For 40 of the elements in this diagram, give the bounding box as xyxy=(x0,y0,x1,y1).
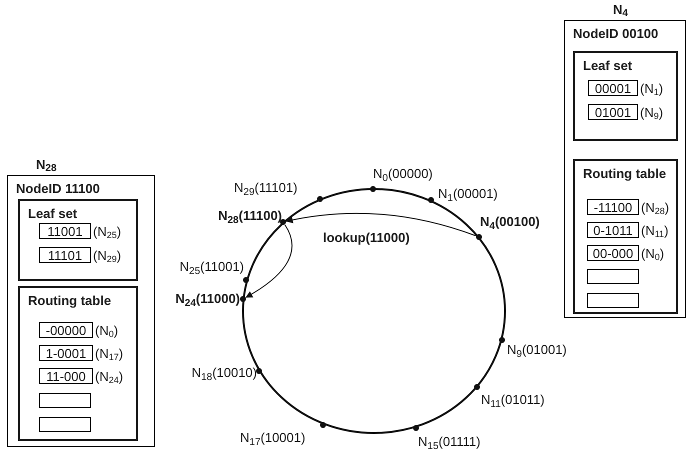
ring-node-label: N$_{29}$(11101) xyxy=(234,180,298,196)
empty-entry xyxy=(587,293,639,308)
ring-node-label: N$_{0}$(00000) xyxy=(373,166,433,182)
node-reference: (N$_{25}$) xyxy=(93,225,122,238)
group-title: Routing table xyxy=(28,292,112,310)
ring-node-label: N$_{24}$(11000) xyxy=(175,291,240,307)
table-group xyxy=(18,286,138,441)
empty-entry xyxy=(39,393,91,408)
ring-node-label: N$_{9}$(01001) xyxy=(507,342,567,358)
empty-entry xyxy=(39,417,91,432)
node-reference: (N$_{17}$) xyxy=(95,347,124,360)
ring-node-label: N$_{11}$(01011) xyxy=(481,392,545,408)
table-group xyxy=(573,159,678,314)
table-group xyxy=(573,51,678,141)
node-reference: (N$_{1}$) xyxy=(640,82,664,95)
ring-node-label: N$_{17}$(10001) xyxy=(240,430,306,446)
node-reference: (N$_{24}$) xyxy=(95,370,124,383)
node-id: NodeID 00100 xyxy=(573,25,658,43)
node-reference: (N$_{28}$) xyxy=(641,201,670,214)
ring-node-label: N$_{4}$(00100) xyxy=(480,214,540,230)
ring-node-label: N$_{18}$(10010) xyxy=(192,365,257,381)
node-reference: (N$_{11}$) xyxy=(641,224,668,237)
lookup-arrow xyxy=(245,224,292,298)
node-reference: (N$_{0}$) xyxy=(641,247,664,260)
ring-node-label: N$_{1}$(00001) xyxy=(438,186,498,202)
ring-node-label: N$_{15}$(01111) xyxy=(418,434,480,450)
table-group xyxy=(18,199,138,281)
node-heading: N$_{28}$ xyxy=(36,156,57,174)
ring-node-label: N$_{25}$(11001) xyxy=(180,259,244,275)
node-id: NodeID 11100 xyxy=(16,180,100,198)
node-heading: N$_{4}$ xyxy=(613,0,628,19)
empty-entry xyxy=(587,269,639,284)
lookup-arrow xyxy=(286,212,476,236)
ring-node-label: N$_{28}$(11100) xyxy=(218,208,282,224)
group-title: Leaf set xyxy=(583,57,632,75)
group-title: Routing table xyxy=(583,165,666,183)
group-title: Leaf set xyxy=(28,205,78,223)
node-reference: (N$_{9}$) xyxy=(640,106,664,119)
node-reference: (N$_{0}$) xyxy=(95,324,118,337)
node-reference: (N$_{29}$) xyxy=(93,249,122,262)
